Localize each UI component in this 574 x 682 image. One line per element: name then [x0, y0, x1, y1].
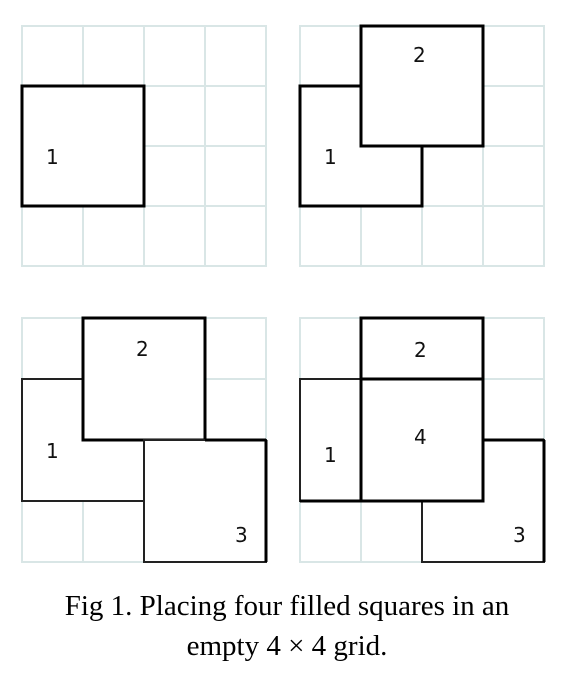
panel-2-label-1: 1	[324, 145, 337, 169]
panel-3-label-1: 1	[46, 439, 59, 463]
panel-4-label-2: 2	[414, 338, 427, 362]
panel-3-square-2	[81, 316, 207, 442]
caption-line-1: Fig 1. Placing four filled squares in an	[64, 590, 510, 622]
caption-line-2: empty 4 × 4 grid.	[186, 630, 388, 662]
panel-1-square-1	[20, 84, 146, 208]
panel-2: 1 2	[298, 24, 545, 267]
figure-panels: 1 1 2 1 2	[20, 24, 546, 563]
panel-4-label-4: 4	[414, 425, 427, 449]
figure-caption: Fig 1. Placing four filled squares in an…	[0, 586, 574, 666]
panel-3-label-2: 2	[136, 337, 149, 361]
panel-4-square-2	[359, 316, 485, 381]
panel-2-label-2: 2	[413, 43, 426, 67]
panel-1: 1	[20, 25, 267, 267]
panel-3-label-3: 3	[235, 523, 248, 547]
panel-2-square-2	[359, 24, 485, 148]
panel-4-square-1	[299, 378, 362, 502]
panel-4-label-3: 3	[513, 523, 526, 547]
panel-3: 1 2 3	[21, 316, 268, 563]
panel-4-label-1: 1	[324, 443, 337, 467]
panel-4: 1 2 3 4	[299, 316, 546, 563]
panel-1-label-1: 1	[46, 145, 59, 169]
